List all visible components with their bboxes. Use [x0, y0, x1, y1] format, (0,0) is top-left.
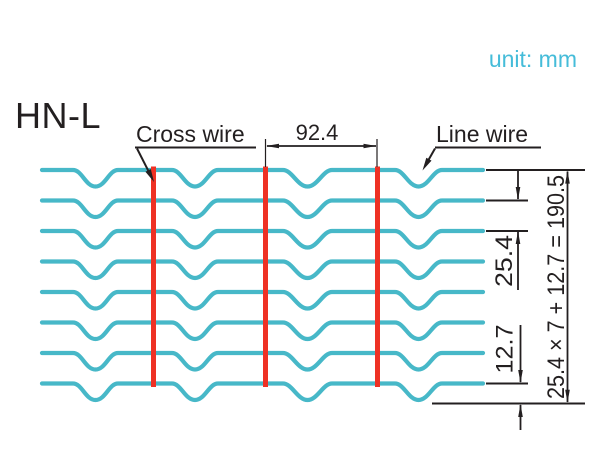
cross-wire-label: Cross wire: [136, 121, 245, 147]
dimension-line: [427, 148, 436, 161]
line-wire: [39, 350, 486, 372]
line-wire-pitch-dim-text: 25.4: [491, 235, 518, 287]
product-code-title: HN-L: [15, 95, 101, 136]
cross-wire-pitch-dim-text: 92.4: [296, 120, 339, 145]
line-wire: [39, 289, 486, 311]
cross-wires-group: [151, 166, 380, 387]
arrowhead-icon: [518, 404, 523, 417]
line-wires-group: [39, 167, 486, 403]
dimension-annotations-group: [135, 139, 585, 430]
total-height-dim-text: 25.4 × 7 + 12.7 = 190.5: [543, 175, 570, 399]
line-wire: [39, 259, 486, 281]
arrowhead-icon: [515, 187, 521, 200]
line-wire: [39, 228, 486, 250]
arrowhead-icon: [363, 143, 377, 149]
line-wire-label: Line wire: [436, 121, 528, 147]
line-wire: [39, 198, 486, 220]
line-wire: [39, 320, 486, 342]
arrowhead-icon: [565, 389, 570, 403]
dimension-line: [136, 148, 150, 172]
edge-offset-dim-text: 12.7: [491, 325, 518, 374]
arrowhead-icon: [422, 157, 432, 171]
unit-label: unit: mm: [489, 46, 577, 72]
arrowhead-icon: [515, 231, 521, 244]
arrowhead-icon: [266, 143, 279, 149]
arrowhead-icon: [518, 370, 523, 383]
line-wire: [39, 381, 486, 403]
arrowhead-icon: [145, 169, 154, 182]
line-wire: [39, 167, 486, 189]
arrowhead-icon: [565, 170, 570, 184]
